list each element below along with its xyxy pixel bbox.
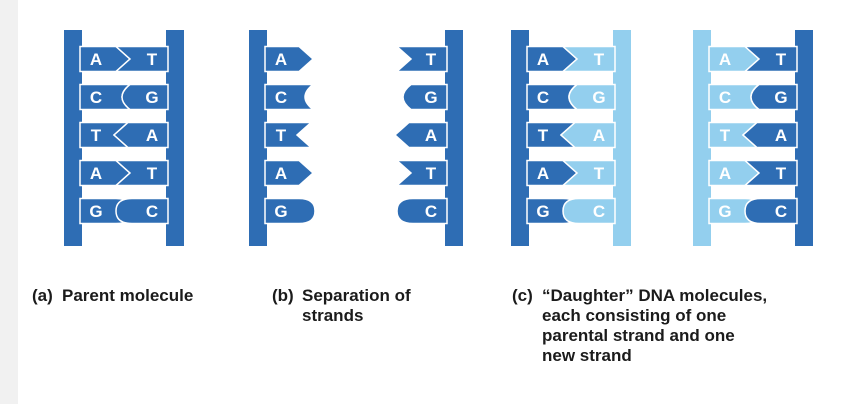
panel-c1-left-strand: [511, 30, 529, 246]
panel-a-left-strand: [64, 30, 82, 246]
panel-c2-base-0-right: [743, 45, 798, 73]
caption-a-text: Parent molecule: [62, 286, 194, 305]
panel-b-base-1-right: [402, 83, 448, 111]
panel-a-base-3-left-label: A: [90, 164, 102, 183]
panel-c2-base-0-right-label: T: [776, 50, 787, 69]
panel-a-base-4-left-label: G: [89, 202, 102, 221]
panel-c2-left-strand: [693, 30, 711, 246]
caption-b: (b) Separation of strands: [272, 286, 472, 330]
caption-a: (a) Parent molecule: [32, 286, 252, 310]
panel-c1-base-0-right-label: T: [594, 50, 605, 69]
panel-c2-base-1-right: [750, 83, 798, 111]
panel-a-base-1-right-label: G: [145, 88, 158, 107]
panel-c1-base-1-left-label: C: [537, 88, 549, 107]
panel-b-base-4-left: [264, 197, 316, 225]
panel-a-base-3-right-label: T: [147, 164, 158, 183]
panel-b-base-3-left: [264, 159, 315, 187]
panel-a-base-0-right: [114, 45, 169, 73]
panel-c1-base-0-right: [561, 45, 616, 73]
panel-c2-base-4-right: [744, 197, 798, 225]
panel-b-base-0-left: [264, 45, 315, 73]
left-margin-strip: [0, 0, 18, 404]
panel-b-base-4-right: [396, 197, 448, 225]
panel-c1-base-2-left-label: T: [538, 126, 549, 145]
panel-c1-base-3-right-label: T: [594, 164, 605, 183]
panel-a-base-4-right-label: C: [146, 202, 158, 221]
panel-c2-base-4-right-label: C: [775, 202, 787, 221]
panel-b-base-3-left-label: A: [275, 164, 287, 183]
panel-b-base-2-right-label: A: [425, 126, 437, 145]
panel-b-base-4-right-label: C: [425, 202, 437, 221]
panel-b-base-2-right: [393, 121, 448, 149]
panel-c1-base-1-right: [568, 83, 616, 111]
panel-b-left-strand: [249, 30, 267, 246]
caption-c-text: “Daughter” DNA molecules, each consistin…: [542, 286, 768, 365]
panel-a-right-strand: [166, 30, 184, 246]
panel-a-base-3-right: [114, 159, 169, 187]
panel-b-base-0-left-label: A: [275, 50, 287, 69]
panel-b-base-2-left: [264, 121, 313, 149]
panel-a-base-2-right: [112, 121, 169, 149]
panel-b-base-3-right-label: T: [426, 164, 437, 183]
panel-b-right-strand: [445, 30, 463, 246]
caption-a-tag: (a): [32, 286, 53, 305]
panel-b-base-0-right-label: T: [426, 50, 437, 69]
panel-a-base-0-right-label: T: [147, 50, 158, 69]
panel-b-base-4-left-label: G: [274, 202, 287, 221]
panel-a-base-1-right: [121, 83, 169, 111]
panel-c2-base-3-right: [743, 159, 798, 187]
panel-c2-base-2-left-label: T: [720, 126, 731, 145]
panel-a-base-2-left-label: T: [91, 126, 102, 145]
panel-c1-base-2-right: [559, 121, 616, 149]
panel-c1-right-strand: [613, 30, 631, 246]
panel-c2-base-2-right: [741, 121, 798, 149]
panel-c1-base-2-right-label: A: [593, 126, 605, 145]
caption-b-text: Separation of strands: [302, 286, 411, 325]
panel-b-base-1-left: [264, 83, 316, 111]
caption-c: (c) “Daughter” DNA molecules, each consi…: [512, 286, 812, 376]
panel-b-base-1-right-label: G: [424, 88, 437, 107]
panel-b-base-1-left-label: C: [275, 88, 287, 107]
panel-c2-base-4-left-label: G: [718, 202, 731, 221]
caption-c-tag: (c): [512, 286, 533, 305]
panel-c2-base-0-left-label: A: [719, 50, 731, 69]
panel-c1-base-0-left-label: A: [537, 50, 549, 69]
panel-c1-base-4-left-label: G: [536, 202, 549, 221]
panel-c2-base-3-right-label: T: [776, 164, 787, 183]
panel-a-base-2-right-label: A: [146, 126, 158, 145]
panel-a-base-1-left-label: C: [90, 88, 102, 107]
panel-c2-base-2-right-label: A: [775, 126, 787, 145]
panel-c1-base-3-left-label: A: [537, 164, 549, 183]
panel-b-base-2-left-label: T: [276, 126, 287, 145]
panel-c2-right-strand: [795, 30, 813, 246]
panel-a-base-4-right: [115, 197, 169, 225]
panel-c2-base-1-left-label: C: [719, 88, 731, 107]
caption-b-tag: (b): [272, 286, 294, 305]
panel-c1-base-1-right-label: G: [592, 88, 605, 107]
panel-c1-base-4-right: [562, 197, 616, 225]
panel-b-base-3-right: [395, 159, 448, 187]
panel-a-base-0-left-label: A: [90, 50, 102, 69]
panel-c2-base-3-left-label: A: [719, 164, 731, 183]
panel-c1-base-4-right-label: C: [593, 202, 605, 221]
panel-c2-base-1-right-label: G: [774, 88, 787, 107]
panel-b-base-0-right: [395, 45, 448, 73]
panel-c1-base-3-right: [561, 159, 616, 187]
